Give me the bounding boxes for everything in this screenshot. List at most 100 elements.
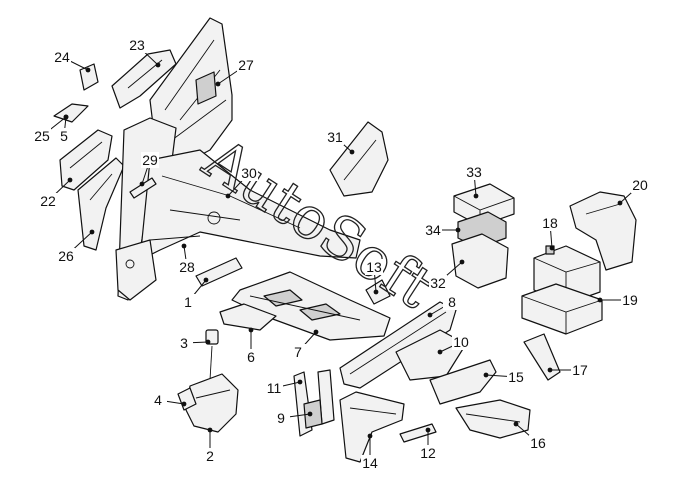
part-24-small-bracket bbox=[79, 63, 99, 91]
callout-number-backing bbox=[128, 37, 146, 53]
callout-30: 30 bbox=[225, 165, 258, 199]
part-25-small-plate bbox=[53, 103, 89, 123]
callout-target-dot bbox=[425, 427, 431, 433]
callout-target-dot bbox=[455, 227, 461, 233]
callout-28: 28 bbox=[178, 243, 196, 275]
callout-target-dot bbox=[67, 177, 73, 183]
callout-number-backing bbox=[424, 222, 442, 238]
part-31-strut-bracket bbox=[329, 121, 389, 197]
callout-number: 27 bbox=[238, 57, 254, 73]
callout-number: 9 bbox=[277, 410, 285, 426]
callout-31: 31 bbox=[326, 129, 355, 155]
callout-number-backing bbox=[240, 165, 258, 181]
callout-number-backing bbox=[242, 349, 260, 365]
callout-target-dot bbox=[307, 411, 313, 417]
part-20-battery-cover bbox=[569, 191, 637, 271]
callout-target-dot bbox=[549, 245, 555, 251]
callout-target-dot bbox=[513, 421, 519, 427]
callout-target-dot bbox=[207, 427, 213, 433]
callout-4: 4 bbox=[149, 392, 187, 408]
callout-target-dot bbox=[203, 277, 209, 283]
part-12-bracket bbox=[399, 423, 437, 443]
callout-number: 22 bbox=[40, 193, 56, 209]
callout-number: 13 bbox=[366, 259, 382, 275]
callout-number: 16 bbox=[530, 435, 546, 451]
callout-number-backing bbox=[39, 193, 57, 209]
callout-29: 29 bbox=[139, 152, 159, 187]
callout-number-backing bbox=[55, 128, 73, 144]
callout-13: 13 bbox=[365, 259, 383, 295]
callout-number: 4 bbox=[154, 392, 162, 408]
callout-number-backing bbox=[631, 177, 649, 193]
part-14-frame bbox=[339, 391, 405, 463]
callout-number: 32 bbox=[430, 275, 446, 291]
callout-18: 18 bbox=[541, 215, 559, 251]
callout-22: 22 bbox=[39, 177, 73, 209]
inner-frame-assembly bbox=[115, 117, 361, 301]
callout-33: 33 bbox=[465, 164, 483, 199]
callout-19: 19 bbox=[597, 292, 639, 308]
callout-target-dot bbox=[617, 200, 623, 206]
callout-number: 25 bbox=[34, 128, 50, 144]
callout-number-backing bbox=[57, 248, 75, 264]
callout-17: 17 bbox=[547, 362, 589, 378]
callout-number: 8 bbox=[448, 294, 456, 310]
callout-target-dot bbox=[473, 193, 479, 199]
callout-number: 18 bbox=[542, 215, 558, 231]
callout-number: 6 bbox=[247, 349, 255, 365]
part-7-floor-pan bbox=[231, 271, 391, 341]
callout-number-backing bbox=[178, 259, 196, 275]
callout-number-backing bbox=[237, 57, 255, 73]
callout-target-dot bbox=[597, 297, 603, 303]
callout-number-backing bbox=[179, 294, 197, 310]
callout-20: 20 bbox=[617, 177, 649, 206]
callout-number-backing bbox=[265, 380, 283, 396]
callout-2: 2 bbox=[201, 427, 219, 464]
callout-target-dot bbox=[248, 327, 254, 333]
callout-target-dot bbox=[373, 289, 379, 295]
callout-number-backing bbox=[272, 410, 290, 426]
callout-1: 1 bbox=[179, 277, 209, 310]
callout-number-backing bbox=[571, 362, 589, 378]
callout-target-dot bbox=[225, 193, 231, 199]
callout-number: 15 bbox=[508, 369, 524, 385]
callout-target-dot bbox=[155, 62, 161, 68]
callout-target-dot bbox=[437, 349, 443, 355]
callout-number: 2 bbox=[206, 448, 214, 464]
part-1-crossmember bbox=[195, 257, 243, 287]
callout-11: 11 bbox=[265, 379, 303, 396]
part-29-clip bbox=[129, 177, 157, 199]
callout-number-backing bbox=[621, 292, 639, 308]
callout-12: 12 bbox=[419, 427, 437, 461]
callout-34: 34 bbox=[424, 222, 461, 238]
callout-target-dot bbox=[297, 379, 303, 385]
callout-number-backing bbox=[361, 455, 379, 471]
callout-number: 14 bbox=[362, 455, 378, 471]
part-6-floor-section bbox=[219, 303, 277, 331]
callout-target-dot bbox=[205, 339, 211, 345]
callout-number: 29 bbox=[142, 152, 158, 168]
callout-15: 15 bbox=[483, 369, 525, 385]
callout-25: 25 bbox=[33, 114, 69, 144]
callout-number: 26 bbox=[58, 248, 74, 264]
callout-target-dot bbox=[63, 114, 69, 120]
callout-number: 34 bbox=[425, 222, 441, 238]
callout-number: 12 bbox=[420, 445, 436, 461]
callout-number: 1 bbox=[184, 294, 192, 310]
part-17-battery-bracket bbox=[523, 333, 561, 381]
callout-number: 23 bbox=[129, 37, 145, 53]
callout-number-backing bbox=[529, 435, 547, 451]
callout-number: 33 bbox=[466, 164, 482, 180]
part-9-bracket bbox=[303, 399, 323, 429]
callout-target-dot bbox=[139, 181, 145, 187]
callout-7: 7 bbox=[289, 329, 319, 360]
part-22-side-panel bbox=[59, 129, 113, 191]
callout-23: 23 bbox=[128, 37, 161, 68]
callout-number: 28 bbox=[179, 259, 195, 275]
callout-number-backing bbox=[429, 275, 447, 291]
part-19-battery-tray bbox=[521, 283, 603, 335]
callout-24: 24 bbox=[53, 49, 91, 73]
callout-target-dot bbox=[85, 67, 91, 73]
